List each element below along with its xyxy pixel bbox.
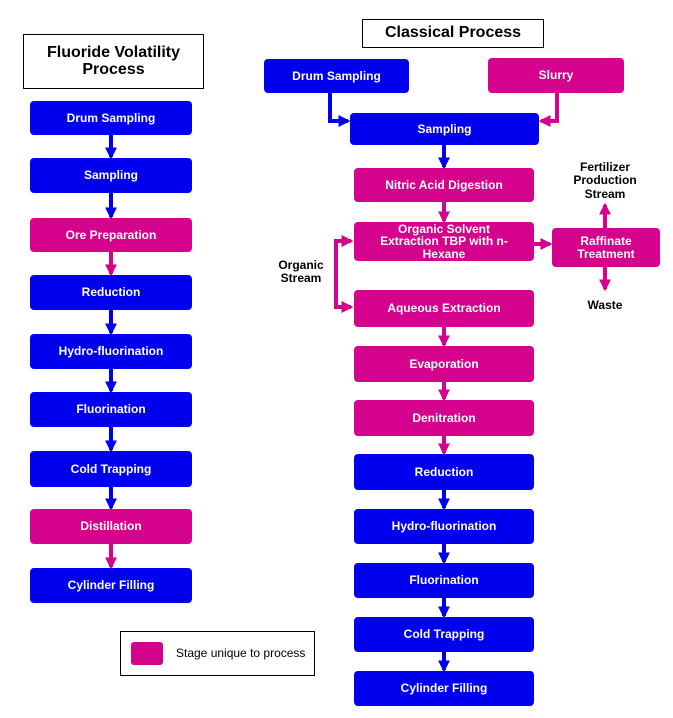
- waste-label-text: Waste: [587, 298, 623, 312]
- fv-step-sampling: Sampling: [30, 158, 192, 193]
- cl-step-label: Hydro-fluorination: [391, 519, 497, 534]
- classical-process-title: Classical Process: [362, 19, 544, 48]
- cl-step-denitration: Denitration: [354, 400, 534, 436]
- fv-step-reduction: Reduction: [30, 275, 192, 310]
- fv-step-ore-preparation: Ore Preparation: [30, 218, 192, 252]
- cl-step-label: Nitric Acid Digestion: [385, 177, 503, 192]
- cl-step-cylinder-filling: Cylinder Filling: [354, 671, 534, 706]
- fv-step-cylinder-filling: Cylinder Filling: [30, 568, 192, 603]
- fluoride-process-title-text: Fluoride Volatility Process: [46, 43, 181, 78]
- fv-step-hydro-fluorination: Hydro-fluorination: [30, 334, 192, 369]
- cl-step-label: Aqueous Extraction: [387, 301, 501, 316]
- raffinate-treatment-box: Raffinate Treatment: [552, 228, 660, 267]
- cl-step-label: Denitration: [412, 410, 476, 425]
- cl-step-evaporation: Evaporation: [354, 346, 534, 382]
- cl-step-label: Organic Solvent Extraction TBP with n-He…: [380, 221, 508, 261]
- fv-step-drum-sampling: Drum Sampling: [30, 101, 192, 135]
- cl-step-label: Cylinder Filling: [400, 681, 488, 696]
- cl-step-label: Cold Trapping: [403, 627, 485, 642]
- fluoride-process-title: Fluoride Volatility Process: [23, 34, 204, 89]
- cl-step-nitric-acid-digestion: Nitric Acid Digestion: [354, 168, 534, 202]
- cl-input-label: Drum Sampling: [292, 68, 381, 83]
- organic-stream-label: Organic Stream: [272, 258, 330, 286]
- cl-input-label: Slurry: [538, 68, 574, 83]
- waste-label: Waste: [585, 298, 625, 312]
- fv-step-label: Drum Sampling: [66, 110, 156, 125]
- arrow-drum-to-sampling: [328, 93, 351, 127]
- classical-process-title-text: Classical Process: [384, 24, 522, 42]
- cl-step-label: Sampling: [417, 121, 472, 136]
- cl-input-drum-sampling: Drum Sampling: [264, 59, 409, 93]
- fv-step-label: Ore Preparation: [65, 227, 157, 242]
- cl-step-reduction: Reduction: [354, 454, 534, 490]
- organic-stream-label-text: Organic Stream: [278, 258, 324, 286]
- fv-step-label: Cylinder Filling: [67, 578, 155, 593]
- legend: Stage unique to process: [120, 631, 315, 676]
- cl-step-organic-solvent-extraction: Organic Solvent Extraction TBP with n-He…: [354, 222, 534, 261]
- fv-step-label: Cold Trapping: [70, 461, 152, 476]
- fv-step-label: Sampling: [83, 168, 138, 183]
- cl-input-slurry: Slurry: [488, 58, 624, 93]
- cl-step-sampling: Sampling: [350, 113, 539, 145]
- fv-step-label: Hydro-fluorination: [58, 344, 164, 359]
- arrow-slurry-to-sampling: [538, 93, 559, 127]
- fertilizer-label-text: Fertilizer Production Stream: [573, 160, 637, 201]
- fv-step-cold-trapping: Cold Trapping: [30, 451, 192, 487]
- cl-step-fluorination: Fluorination: [354, 563, 534, 598]
- fv-step-label: Reduction: [81, 285, 141, 300]
- fv-step-label: Distillation: [80, 519, 142, 534]
- cl-step-aqueous-extraction: Aqueous Extraction: [354, 290, 534, 327]
- cl-step-label: Fluorination: [409, 573, 479, 588]
- cl-step-label: Reduction: [414, 464, 474, 479]
- arrow-organic-stream: [334, 235, 354, 313]
- cl-step-hydro-fluorination: Hydro-fluorination: [354, 509, 534, 544]
- legend-label: Stage unique to process: [176, 646, 306, 660]
- raffinate-treatment-label: Raffinate Treatment: [577, 233, 635, 261]
- legend-swatch: [131, 642, 163, 665]
- fv-step-fluorination: Fluorination: [30, 392, 192, 427]
- fv-step-distillation: Distillation: [30, 509, 192, 544]
- fertilizer-production-stream-label: Fertilizer Production Stream: [565, 160, 645, 201]
- cl-step-label: Evaporation: [409, 356, 479, 371]
- fv-step-label: Fluorination: [76, 402, 146, 417]
- cl-step-cold-trapping: Cold Trapping: [354, 617, 534, 652]
